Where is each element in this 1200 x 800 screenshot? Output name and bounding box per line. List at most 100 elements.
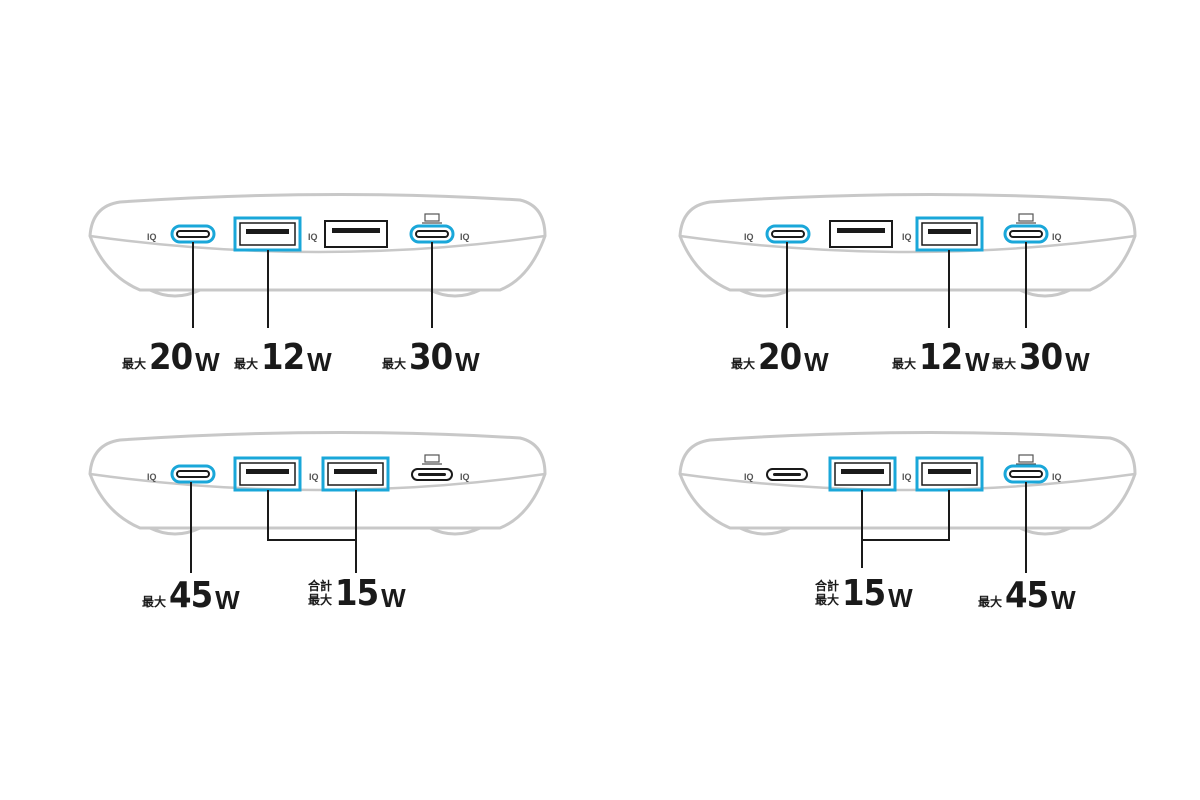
iq-mark: IQ: [308, 232, 318, 242]
laptop-icon: [1018, 213, 1034, 222]
leader-line-bracket: [861, 490, 950, 541]
usb-c-port-highlight: [170, 224, 216, 244]
power-label-prefix-line2: 最大: [308, 593, 333, 608]
usb-c-port: [415, 230, 449, 238]
power-label: 最大 45 W: [978, 578, 1076, 614]
power-label-prefix: 最大: [992, 357, 1017, 372]
panel-top-right: IQ IQ IQ 最大 20 W 最大 12 W 最大 30 W: [670, 190, 1190, 420]
power-label-prefix: 合計 最大: [308, 580, 332, 608]
charger-foot-right: [1019, 526, 1071, 536]
usb-a-port: [834, 462, 891, 486]
iq-mark: IQ: [902, 232, 912, 242]
usb-a-port: [239, 222, 296, 246]
power-label-prefix: 最大: [382, 357, 407, 372]
charger-body-seam: [89, 472, 546, 492]
charger-diagram-bottom-left: IQ IQ IQ: [88, 430, 547, 573]
usb-c-port-highlight: [765, 224, 811, 244]
usb-c-port-highlight: [409, 224, 455, 244]
power-label-unit: W: [195, 347, 220, 377]
power-label-prefix-line2: 最大: [815, 593, 840, 608]
power-label-value: 20: [758, 337, 802, 378]
usb-c-port: [766, 468, 808, 481]
charger-diagram-top-right: IQ IQ IQ: [678, 192, 1137, 328]
iq-mark: IQ: [744, 472, 754, 482]
power-label-value: 45: [1005, 575, 1049, 616]
power-label: 最大 12 W: [234, 340, 332, 376]
laptop-icon: [424, 213, 440, 222]
power-label: 最大 30 W: [382, 340, 480, 376]
charger-diagram-bottom-right: IQ IQ IQ: [678, 430, 1137, 573]
usb-a-port: [829, 220, 893, 248]
power-label-value: 20: [149, 337, 193, 378]
power-label-prefix: 最大: [142, 595, 167, 610]
power-label: 最大 20 W: [122, 340, 220, 376]
power-label-value: 15: [842, 573, 886, 614]
power-label-prefix: 最大: [731, 357, 756, 372]
power-label: 合計 最大 15 W: [308, 576, 406, 612]
usb-a-port: [327, 462, 384, 486]
power-label-unit: W: [1051, 585, 1076, 615]
charger-foot-right: [429, 288, 481, 298]
usb-c-port-highlight: [1003, 464, 1049, 484]
charger-foot-left: [149, 526, 201, 536]
power-label-unit: W: [965, 347, 990, 377]
leader-line-bracket: [267, 490, 357, 541]
power-label: 最大 45 W: [142, 578, 240, 614]
iq-mark: IQ: [460, 232, 470, 242]
charger-foot-right: [1019, 288, 1071, 298]
usb-c-port-highlight: [1003, 224, 1049, 244]
usb-c-port: [411, 468, 453, 481]
charger-body-outline: [88, 192, 547, 292]
charger-body-seam: [679, 234, 1136, 254]
power-label-value: 15: [335, 573, 379, 614]
usb-c-port: [771, 230, 805, 238]
power-label-prefix: 合計 最大: [815, 580, 839, 608]
usb-a-port: [324, 220, 388, 248]
iq-mark: IQ: [460, 472, 470, 482]
charger-foot-left: [739, 526, 791, 536]
charger-foot-left: [739, 288, 791, 298]
usb-a-port: [921, 222, 978, 246]
usb-c-port: [176, 230, 210, 238]
charger-body-seam: [89, 234, 546, 254]
iq-mark: IQ: [902, 472, 912, 482]
iq-mark: IQ: [744, 232, 754, 242]
usb-a-port: [239, 462, 296, 486]
usb-c-port-highlight: [170, 464, 216, 484]
iq-mark: IQ: [309, 472, 319, 482]
power-label: 最大 20 W: [731, 340, 829, 376]
power-label-prefix-line1: 合計: [815, 579, 840, 594]
iq-mark: IQ: [147, 232, 157, 242]
power-label: 最大 30 W: [992, 340, 1090, 376]
laptop-icon: [1018, 454, 1034, 463]
power-label-prefix: 最大: [234, 357, 259, 372]
charger-foot-left: [149, 288, 201, 298]
power-label-unit: W: [1065, 347, 1090, 377]
power-label-unit: W: [381, 583, 406, 613]
power-label-prefix: 最大: [892, 357, 917, 372]
power-label: 合計 最大 15 W: [815, 576, 913, 612]
laptop-icon: [424, 454, 440, 463]
power-label-unit: W: [215, 585, 240, 615]
power-label-unit: W: [888, 583, 913, 613]
power-label-prefix: 最大: [122, 357, 147, 372]
iq-mark: IQ: [1052, 232, 1062, 242]
power-label-value: 12: [261, 337, 305, 378]
power-label-prefix-line1: 合計: [308, 579, 333, 594]
usb-c-port: [1009, 470, 1043, 478]
panel-bottom-left: IQ IQ IQ 最大 45 W 合計 最大 15 W: [80, 428, 600, 658]
power-label-unit: W: [804, 347, 829, 377]
charger-body-seam: [679, 472, 1136, 492]
iq-mark: IQ: [1052, 472, 1062, 482]
power-label-unit: W: [307, 347, 332, 377]
power-label-unit: W: [455, 347, 480, 377]
iq-mark: IQ: [147, 472, 157, 482]
panel-top-left: IQ IQ IQ 最大 20 W 最大 12 W 最大 30 W: [80, 190, 600, 420]
power-label-value: 30: [1019, 337, 1063, 378]
charger-foot-right: [429, 526, 481, 536]
power-label-value: 30: [409, 337, 453, 378]
usb-c-port: [1009, 230, 1043, 238]
power-label-prefix: 最大: [978, 595, 1003, 610]
power-label-value: 45: [169, 575, 213, 616]
usb-c-port: [176, 470, 210, 478]
